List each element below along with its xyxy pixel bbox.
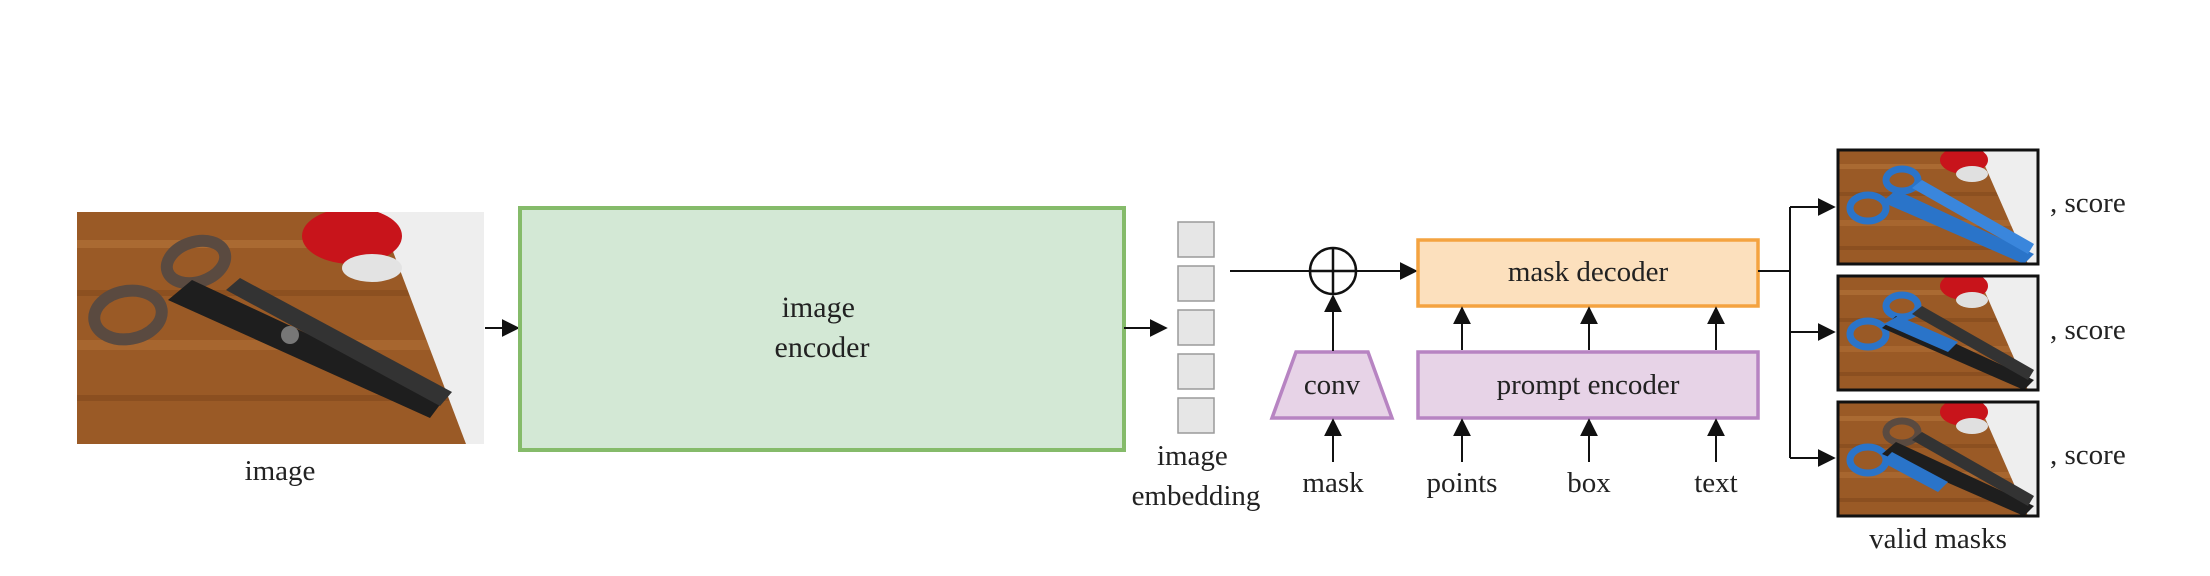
prompt-encoder-block: prompt encoder (1416, 350, 1760, 420)
output-mask-1 (1836, 148, 2040, 266)
mask-decoder-block: mask decoder (1416, 238, 1760, 308)
svg-text:image embedding: image embedding (1132, 440, 1261, 512)
mask-decoder-label: mask decoder (1508, 256, 1669, 288)
embedding-cell (1177, 397, 1215, 434)
image-encoder-label-line1: image (782, 291, 855, 324)
sum-node (1308, 246, 1358, 296)
score-label-3: , score (2050, 439, 2126, 471)
svg-text:image encoder: image encoder (775, 291, 870, 364)
input-image (77, 212, 484, 444)
prompt-encoder-label: prompt encoder (1497, 369, 1680, 401)
output-mask-3 (1836, 400, 2040, 518)
valid-masks-label: valid masks (1869, 523, 2007, 555)
text-input-label: text (1694, 467, 1738, 499)
image-encoder-block: image encoder (518, 206, 1126, 452)
embedding-cell (1177, 309, 1215, 346)
embedding-cell (1177, 353, 1215, 390)
embedding-cell (1177, 265, 1215, 302)
scissors-photo (88, 234, 452, 418)
score-label-2: , score (2050, 314, 2126, 346)
conv-block: conv (1269, 350, 1395, 420)
image-embedding-stack (1177, 221, 1215, 434)
box-input-label: box (1567, 467, 1611, 499)
output-mask-2 (1836, 274, 2040, 392)
image-encoder-label-line2: encoder (775, 331, 870, 364)
conv-label: conv (1304, 369, 1361, 401)
score-label-1: , score (2050, 187, 2126, 219)
image-embedding-label-line2: embedding (1132, 480, 1261, 512)
embedding-cell (1177, 221, 1215, 258)
points-input-label: points (1427, 467, 1498, 499)
mask-input-label: mask (1302, 467, 1364, 499)
output-branch-lines (1758, 198, 1836, 467)
image-embedding-label-line1: image (1157, 440, 1228, 472)
image-label: image (245, 455, 316, 487)
